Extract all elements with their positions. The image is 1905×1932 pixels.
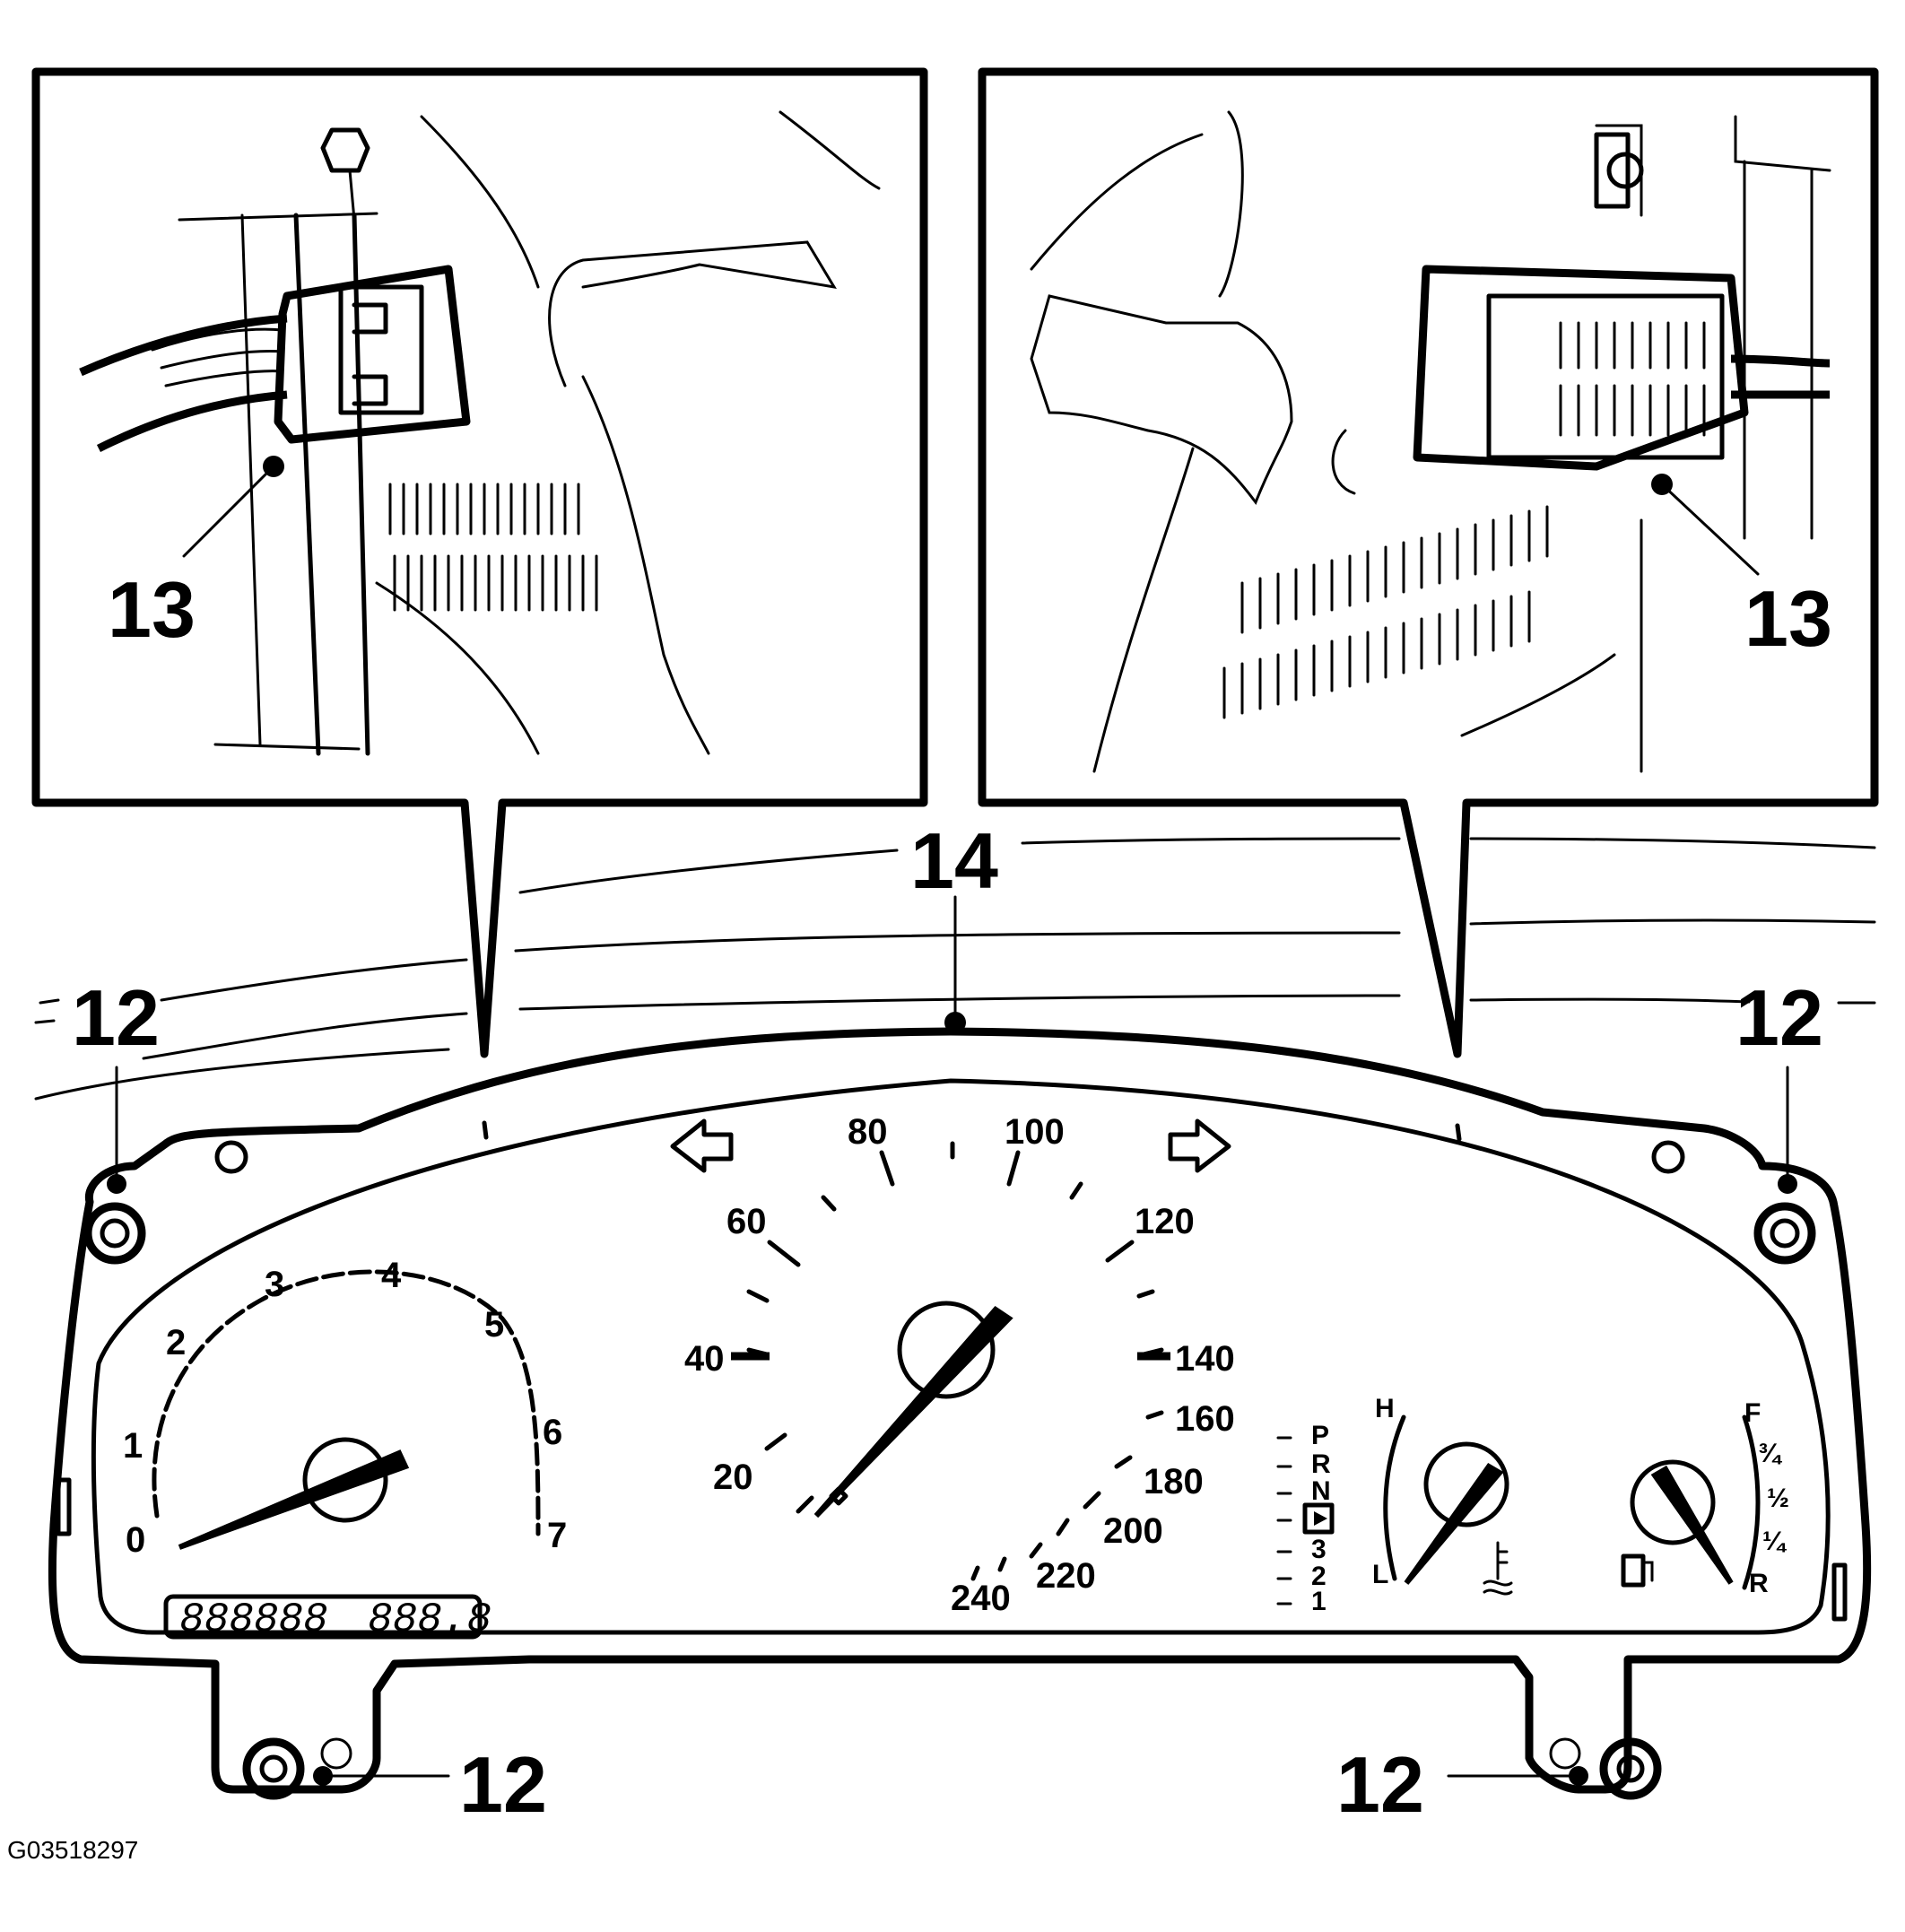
dashboard-outline-lines [34,837,1876,1101]
speed-label-160: 160 [1175,1399,1235,1439]
fastener-top-right: 12 [1735,973,1823,1265]
right-detail-panel: 13 [978,67,1879,1058]
odometer-total: 888888 [179,1597,328,1643]
speed-label-240: 240 [951,1579,1011,1618]
left-harness-connector [79,265,471,453]
tachometer: 0 1 2 3 4 5 6 7 [123,1256,567,1560]
gear-1: 1 [1311,1587,1327,1616]
left-detail-panel: 13 [31,67,928,1058]
left-vent-slots [388,483,598,612]
gear-d: D [1345,1506,1365,1536]
callout-14: 14 [910,816,998,905]
gear-r: R [1311,1449,1331,1479]
speed-label-60: 60 [726,1202,767,1241]
tach-label-2: 2 [166,1323,186,1362]
fuel-quarter-label: ¼ [1762,1527,1788,1556]
tach-label-7: 7 [547,1516,567,1555]
cluster-callout: 14 [910,816,998,1033]
callout-12-top-right: 12 [1735,973,1823,1062]
speed-label-40: 40 [684,1339,725,1379]
left-connector-callout: 13 [108,456,284,654]
temperature-gauge: H L [1372,1394,1513,1596]
speedometer: 20 40 60 80 100 120 140 160 180 200 220 … [684,1112,1235,1618]
fuel-full-label: F [1744,1398,1761,1428]
right-turn-signal-icon [1168,1118,1231,1173]
speed-label-180: 180 [1144,1462,1204,1501]
left-turn-signal-icon [670,1118,734,1173]
speed-label-140: 140 [1175,1339,1235,1379]
callout-12-bottom-left: 12 [459,1740,547,1829]
callout-12-bottom-right: 12 [1336,1740,1424,1829]
callout-13-left: 13 [108,565,196,654]
tach-label-5: 5 [484,1305,504,1345]
fuel-gauge: F ¾ ½ ¼ R [1621,1398,1789,1598]
gear-indicator: P R N D 3 2 1 [1276,1421,1365,1616]
gear-n: N [1311,1476,1331,1506]
left-pillar-bracket [178,127,378,756]
gear-p: P [1311,1421,1329,1450]
fuel-three-quarter-label: ¾ [1758,1439,1783,1468]
speed-label-200: 200 [1103,1511,1163,1551]
fastener-top-left: 12 [72,973,160,1265]
odometer-trip: 888.8 [368,1597,491,1643]
speed-label-220: 220 [1036,1556,1096,1596]
temp-high-label: H [1375,1394,1395,1423]
tach-label-6: 6 [543,1413,562,1452]
figure-reference-code: G03518297 [7,1836,138,1864]
gear-3: 3 [1311,1535,1327,1564]
callout-13-right: 13 [1744,574,1832,663]
fuel-pump-icon [1621,1553,1654,1588]
tach-label-3: 3 [265,1265,284,1304]
temp-low-label: L [1372,1560,1388,1589]
right-bracket [1594,115,1831,773]
speedometer-labels: 20 40 60 80 100 120 140 160 180 200 220 … [684,1112,1235,1618]
odometer-display: 888888 888.8 [163,1594,491,1643]
callout-12-top-left: 12 [72,973,160,1062]
right-connector-callout: 13 [1651,474,1832,663]
fastener-bottom-right: 12 [1336,1737,1662,1829]
tach-label-0: 0 [126,1520,145,1560]
tach-label-4: 4 [381,1256,402,1295]
tach-labels: 0 1 2 3 4 5 6 7 [123,1256,567,1560]
fuel-half-label: ½ [1767,1484,1789,1513]
instrument-cluster-housing [48,1027,1872,1794]
fastener-bottom-left: 12 [242,1737,547,1829]
speed-label-120: 120 [1135,1202,1195,1241]
speed-label-80: 80 [848,1112,888,1152]
gear-2: 2 [1311,1562,1327,1591]
speed-label-20: 20 [713,1458,753,1497]
speed-label-100: 100 [1005,1112,1065,1152]
tach-label-1: 1 [123,1426,143,1466]
coolant-temperature-icon [1483,1541,1513,1596]
right-harness-connector [1413,265,1831,471]
right-vent-slots [1222,505,1549,719]
fuel-reserve-label: R [1749,1569,1769,1598]
